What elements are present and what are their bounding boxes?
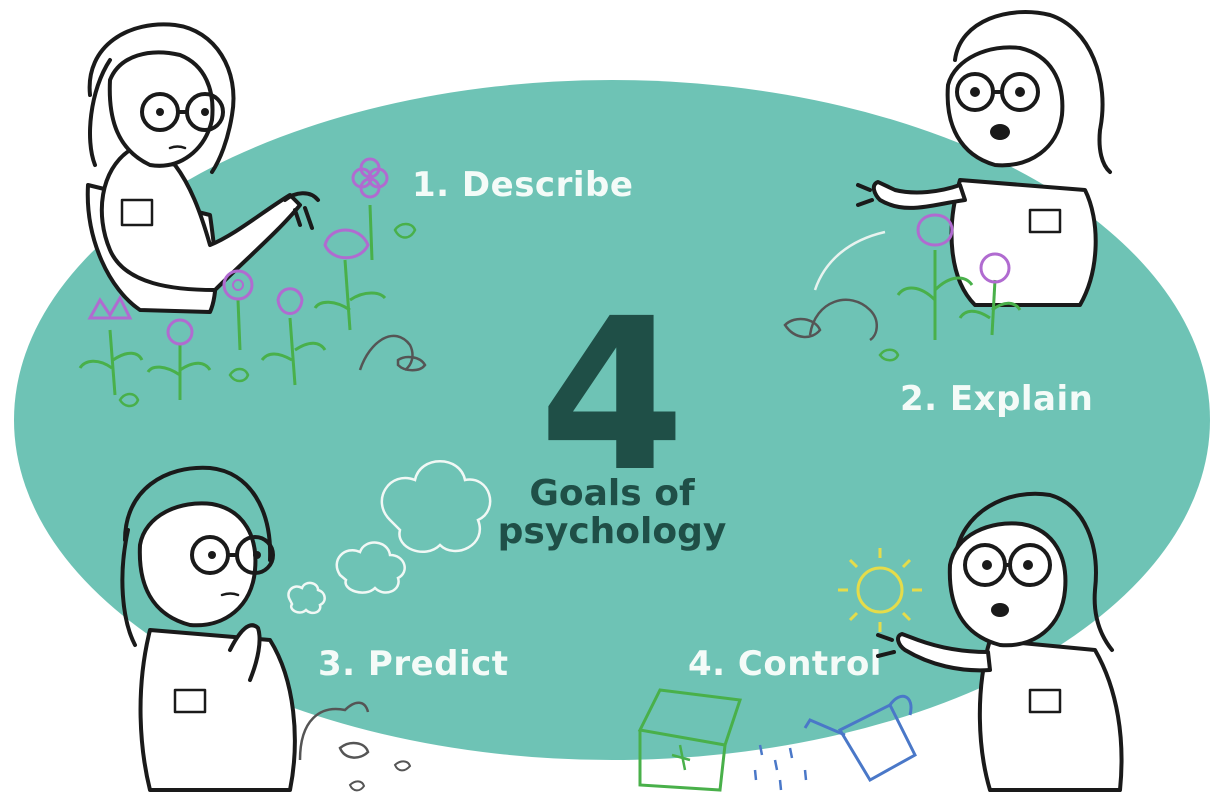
garden-tools-control: [637, 548, 922, 792]
thought-clouds-predict: [287, 460, 492, 792]
flower-garden-describe: [78, 157, 427, 408]
watering-can-icon: [753, 694, 917, 791]
goal-label-explain: 2. Explain: [900, 379, 1093, 419]
flower-icon: [78, 294, 144, 396]
flower-icon: [313, 228, 387, 331]
flower-icon: [896, 213, 974, 340]
flower-icon: [222, 269, 254, 351]
goal-label-predict: 3. Predict: [318, 644, 509, 684]
wilted-flower-icon: [783, 298, 878, 342]
flower-icon: [146, 318, 212, 400]
flower-garden-explain: [783, 213, 1022, 362]
character-predict: [120, 465, 297, 792]
flower-icon: [351, 157, 389, 261]
flower-icon: [260, 287, 327, 386]
center-title-line2: psychology: [498, 511, 727, 552]
cloud-icon: [380, 460, 492, 554]
seed-packet-icon: [637, 688, 743, 792]
sun-icon: [838, 548, 922, 632]
wilted-flower-icon: [358, 334, 427, 372]
wilted-flower-icon: [298, 701, 412, 792]
goal-label-describe: 1. Describe: [412, 165, 633, 205]
flower-icon: [958, 252, 1022, 336]
cloud-icon: [287, 581, 326, 615]
center-title-line1: Goals of: [529, 473, 695, 514]
center-number: 4: [539, 273, 685, 518]
character-describe: [85, 22, 320, 314]
character-control: [876, 491, 1124, 792]
cloud-icon: [335, 541, 406, 594]
character-explain: [856, 10, 1112, 307]
background-ellipse: [14, 80, 1210, 760]
goal-label-control: 4. Control: [688, 644, 882, 684]
